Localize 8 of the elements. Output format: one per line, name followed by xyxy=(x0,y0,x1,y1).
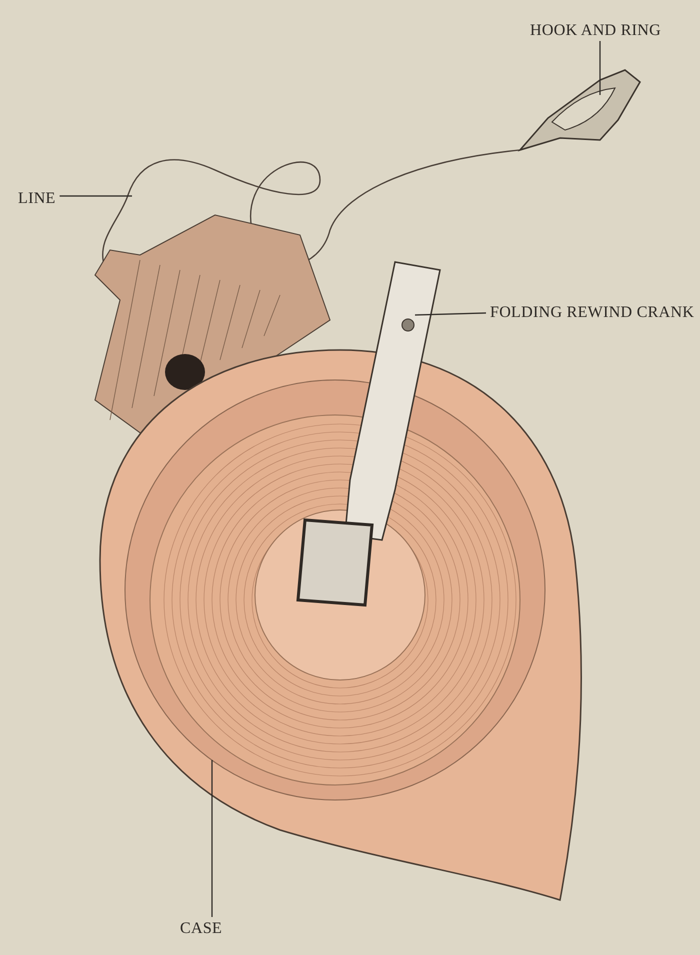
leader-line xyxy=(211,760,213,917)
leader-line xyxy=(60,195,132,197)
part-label: FOLDING REWIND CRANK xyxy=(490,304,694,321)
part-label: HOOK AND RING xyxy=(530,22,662,39)
part-label: LINE xyxy=(18,190,56,207)
leader-line xyxy=(414,312,486,316)
leader-line xyxy=(599,41,601,95)
part-label: CASE xyxy=(180,920,222,937)
